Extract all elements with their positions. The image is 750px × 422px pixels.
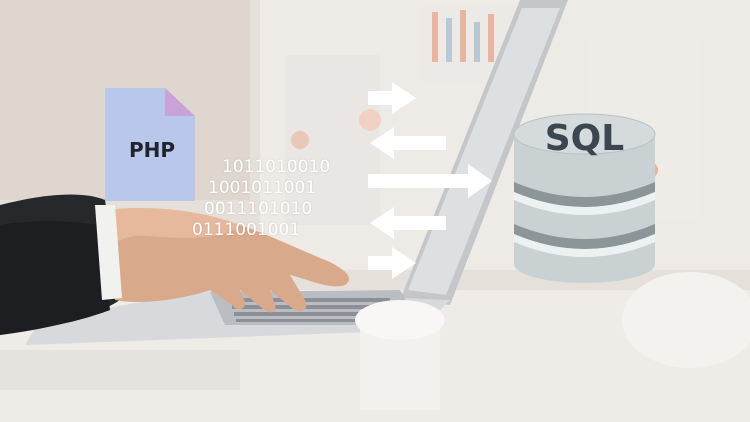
arrow-right-icon (368, 82, 416, 114)
arrow-left-icon (370, 207, 446, 239)
binary-line: 0111001001 (192, 220, 301, 240)
php-file-icon (105, 88, 195, 201)
binary-stream: 1011010010 1001011001 0011101010 0111001… (192, 157, 352, 241)
binary-line: 1011010010 (222, 157, 331, 177)
arrow-right-icon (368, 164, 492, 198)
data-flow-arrows (368, 82, 492, 279)
sql-label: SQL (544, 118, 625, 159)
php-label: PHP (128, 138, 176, 162)
php-file-body (105, 88, 195, 201)
binary-line: 1001011001 (208, 178, 317, 198)
database-icon (513, 113, 656, 283)
binary-line: 0011101010 (204, 199, 313, 219)
php-file-fold (165, 88, 195, 116)
arrow-right-icon (368, 247, 416, 279)
arrow-left-icon (370, 127, 446, 159)
